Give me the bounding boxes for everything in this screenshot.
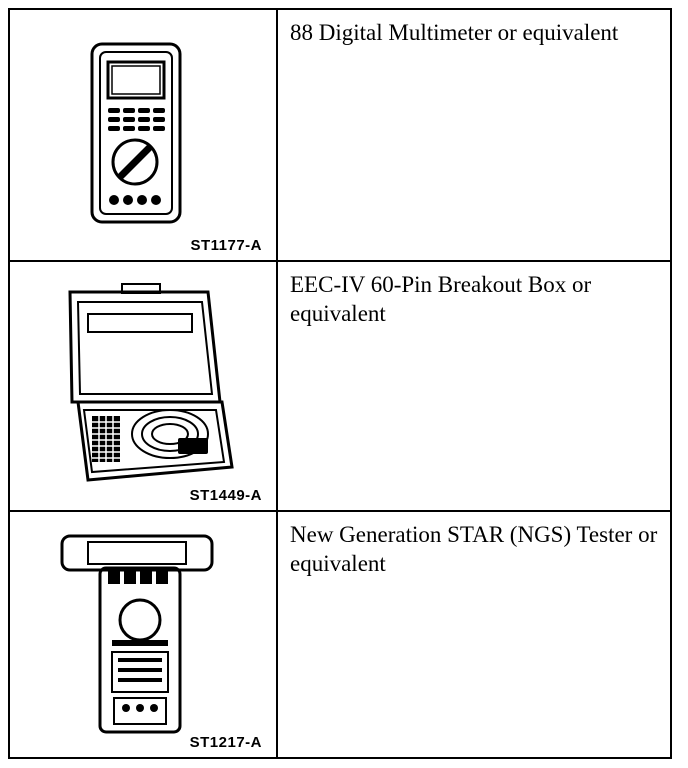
figure-code: ST1177-A xyxy=(190,237,262,254)
tool-image-cell: ST1449-A xyxy=(10,262,278,510)
figure-code: ST1217-A xyxy=(189,734,262,751)
ngs-tester-icon xyxy=(60,534,214,734)
tool-row: ST1217-A New Generation STAR (NGS) Teste… xyxy=(10,510,670,757)
tool-image-cell: ST1217-A xyxy=(10,512,278,757)
tool-description: 88 Digital Multimeter or equivalent xyxy=(290,20,619,45)
tool-table: ST1177-A 88 Digital Multimeter or equiva… xyxy=(8,8,672,759)
tool-image-cell: ST1177-A xyxy=(10,10,278,260)
tool-row: ST1177-A 88 Digital Multimeter or equiva… xyxy=(10,10,670,260)
figure-code: ST1449-A xyxy=(189,487,262,504)
multimeter-icon xyxy=(90,42,182,224)
tool-description: New Generation STAR (NGS) Tester or equi… xyxy=(290,522,658,576)
tool-description: EEC-IV 60-Pin Breakout Box or equivalent xyxy=(290,272,592,326)
tool-row: ST1449-A EEC-IV 60-Pin Breakout Box or e… xyxy=(10,260,670,510)
breakout-box-icon xyxy=(68,283,234,482)
